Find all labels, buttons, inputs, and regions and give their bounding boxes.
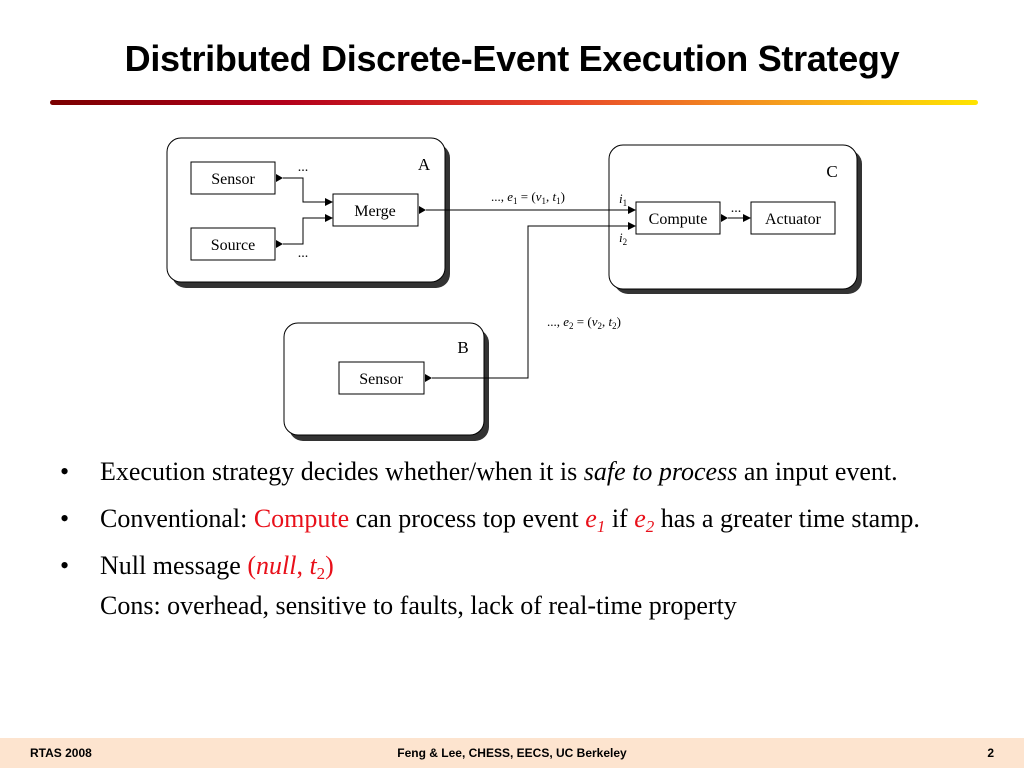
actor-actuator: Actuator bbox=[750, 201, 836, 235]
bullet-item-2: • Conventional: Compute can process top … bbox=[58, 499, 978, 539]
actor-sensor-a: Sensor bbox=[190, 161, 276, 195]
slide-title: Distributed Discrete-Event Execution Str… bbox=[124, 38, 900, 79]
bullet-list: • Execution strategy decides whether/whe… bbox=[58, 452, 978, 633]
null-message: (null, t2) bbox=[247, 551, 334, 583]
bullet-marker: • bbox=[60, 457, 70, 486]
platform-b-label: B bbox=[457, 338, 468, 357]
svg-text:Merge: Merge bbox=[354, 203, 395, 220]
port-sensor-a-out bbox=[276, 174, 283, 182]
port-merge-out bbox=[419, 206, 426, 214]
link-source-merge bbox=[283, 214, 333, 245]
svg-text:Compute: Compute bbox=[649, 211, 708, 228]
emphasis-safe-to-process: safe to process bbox=[583, 457, 738, 486]
event-label-1: ..., e1 = (v1, t1) bbox=[491, 189, 565, 206]
link-sensor-merge bbox=[283, 177, 333, 206]
platform-c: C bbox=[608, 144, 862, 294]
bullet-item-3: • Null message (null, t2) Cons: overhead… bbox=[58, 546, 978, 626]
port-source-out bbox=[276, 240, 283, 248]
title-underline bbox=[50, 100, 978, 105]
distributed-diagram: A C B Sensor Source Merge Sens bbox=[166, 137, 862, 441]
link-sensorb-compute bbox=[432, 222, 636, 379]
actor-merge: Merge bbox=[332, 193, 419, 227]
footer-authors: Feng & Lee, CHESS, EECS, UC Berkeley bbox=[397, 746, 627, 760]
bullet-marker: • bbox=[60, 504, 70, 533]
footer-conference: RTAS 2008 bbox=[30, 746, 92, 760]
port-label-i1: i1 bbox=[619, 191, 627, 208]
svg-text:Sensor: Sensor bbox=[211, 171, 255, 188]
event-e2: e2 bbox=[634, 504, 655, 536]
ellipsis-compute: ... bbox=[731, 201, 742, 216]
port-sensor-b-out bbox=[425, 374, 432, 382]
event-label-2: ..., e2 = (v2, t2) bbox=[547, 314, 621, 331]
highlight-compute: Compute bbox=[253, 504, 350, 533]
port-label-i2: i2 bbox=[619, 230, 627, 247]
ellipsis-sensor: ... bbox=[298, 160, 309, 175]
bullet-marker: • bbox=[60, 551, 70, 580]
actor-sensor-b: Sensor bbox=[338, 361, 425, 395]
svg-text:Sensor: Sensor bbox=[359, 371, 403, 388]
actor-source: Source bbox=[190, 227, 276, 261]
platform-a-label: A bbox=[418, 155, 431, 174]
ellipsis-source: ... bbox=[298, 246, 309, 261]
svg-text:Source: Source bbox=[211, 237, 255, 254]
footer-bar: RTAS 2008 Feng & Lee, CHESS, EECS, UC Be… bbox=[0, 738, 1024, 768]
port-compute-out bbox=[721, 214, 728, 222]
bullet-item-1: • Execution strategy decides whether/whe… bbox=[58, 452, 978, 492]
actor-compute: Compute bbox=[635, 201, 721, 235]
cons-line: Cons: overhead, sensitive to faults, lac… bbox=[100, 591, 737, 620]
platform-c-label: C bbox=[826, 162, 837, 181]
page-number: 2 bbox=[987, 746, 994, 760]
svg-text:Actuator: Actuator bbox=[765, 211, 822, 228]
event-e1: e1 bbox=[585, 504, 606, 536]
